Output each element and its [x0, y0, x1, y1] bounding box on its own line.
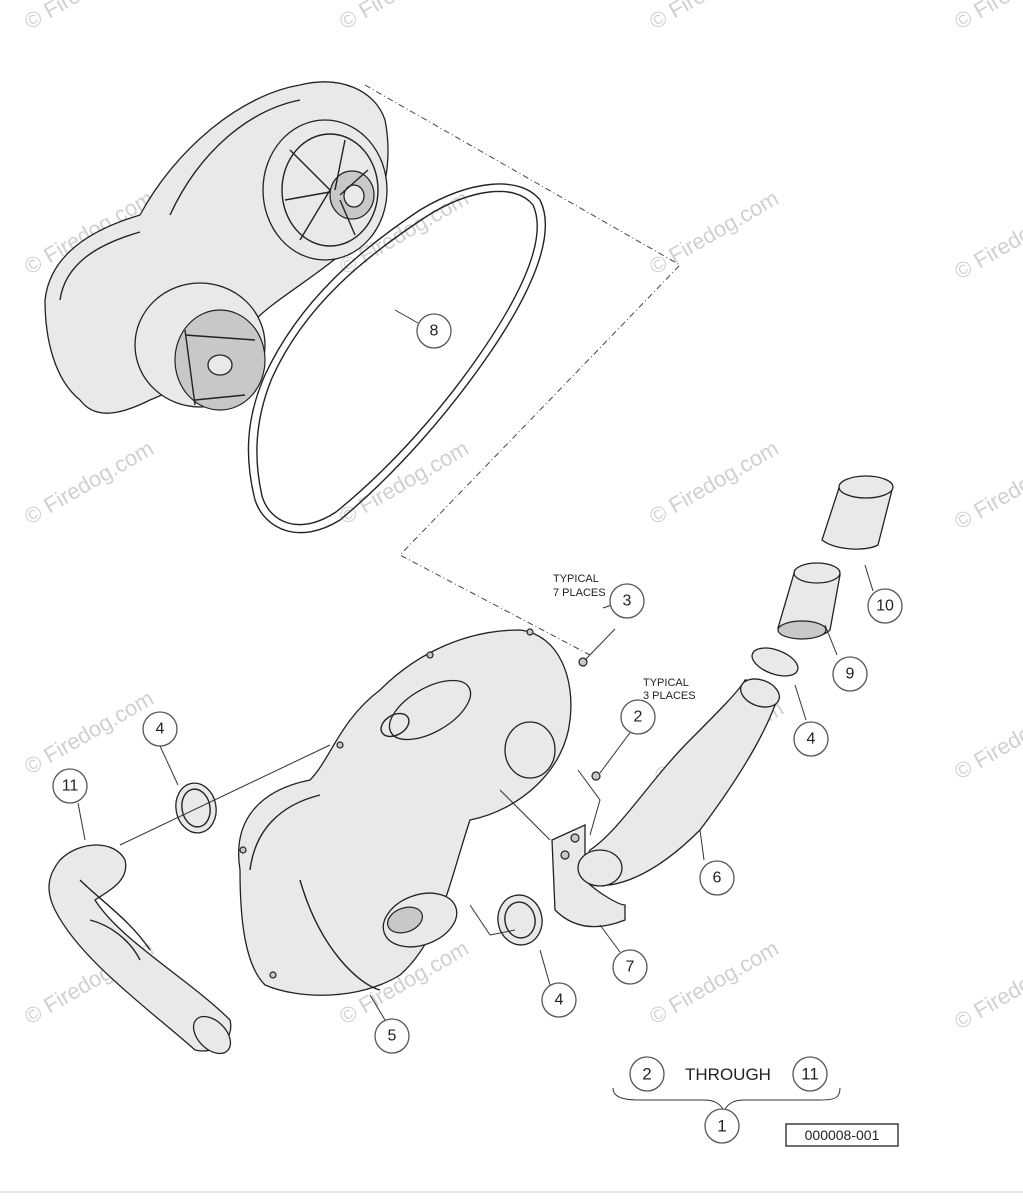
watermark: © Firedog.com — [645, 435, 783, 529]
callout-4-left[interactable]: 4 — [142, 711, 178, 747]
svg-text:9: 9 — [846, 666, 855, 683]
watermark: © Firedog.com — [645, 185, 783, 279]
svg-text:8: 8 — [430, 323, 439, 340]
callout-2[interactable]: 2 — [620, 699, 656, 735]
watermark: © Firedog.com — [645, 935, 783, 1029]
svg-text:4: 4 — [156, 721, 165, 738]
callout-range-to[interactable]: 11 — [792, 1056, 828, 1092]
inner-clutch-assembly — [44, 81, 389, 414]
note-typical-7-line2: 7 PLACES — [553, 587, 606, 599]
drive-belt — [247, 183, 546, 534]
hose-clamp-right — [751, 647, 799, 677]
svg-text:1: 1 — [717, 1117, 726, 1136]
svg-text:3: 3 — [623, 593, 632, 610]
hose-clamp-middle — [497, 894, 543, 946]
hose-left — [48, 844, 232, 1055]
svg-text:2: 2 — [642, 1065, 651, 1084]
callout-4-middle[interactable]: 4 — [541, 982, 577, 1018]
bolts — [239, 628, 601, 979]
svg-text:4: 4 — [555, 992, 564, 1009]
drawing-number-box: 000008-001 — [785, 1123, 899, 1147]
svg-text:7: 7 — [626, 959, 635, 976]
hose-clamp-left — [175, 782, 217, 834]
svg-text:5: 5 — [388, 1028, 397, 1045]
svg-text:4: 4 — [807, 731, 816, 748]
svg-text:11: 11 — [801, 1065, 819, 1084]
assembly-dashed-line — [364, 84, 681, 656]
filter-element — [777, 562, 841, 640]
callout-4-right[interactable]: 4 — [793, 721, 829, 757]
outer-clutch-cover — [238, 629, 572, 996]
watermark: © Firedog.com — [20, 0, 158, 34]
drawing-number: 000008-001 — [805, 1127, 880, 1143]
watermark: © Firedog.com — [950, 190, 1023, 284]
callout-7[interactable]: 7 — [612, 949, 648, 985]
watermark: © Firedog.com — [645, 0, 783, 34]
callout-3[interactable]: 3 — [609, 583, 645, 619]
leader-lines — [77, 309, 874, 1021]
note-typical-3-line1: TYPICAL — [643, 677, 689, 689]
watermark: © Firedog.com — [335, 0, 473, 34]
watermark: © Firedog.com — [950, 690, 1023, 784]
svg-text:6: 6 — [713, 870, 722, 887]
callout-8[interactable]: 8 — [416, 313, 452, 349]
svg-text:2: 2 — [634, 709, 643, 726]
note-typical-3-line2: 3 PLACES — [643, 690, 696, 702]
callout-range-from[interactable]: 2 — [629, 1056, 665, 1092]
callout-10[interactable]: 10 — [867, 588, 903, 624]
watermark: © Firedog.com — [20, 435, 158, 529]
callout-5[interactable]: 5 — [374, 1018, 410, 1054]
svg-text:11: 11 — [62, 778, 79, 795]
callout-9[interactable]: 9 — [832, 656, 868, 692]
watermark: © Firedog.com — [950, 940, 1023, 1034]
range-word: THROUGH — [685, 1065, 771, 1084]
prefilter-sleeve — [821, 475, 894, 550]
bracket — [551, 823, 626, 928]
watermark: © Firedog.com — [20, 685, 158, 779]
range-note: 2 THROUGH 11 1 — [612, 1056, 841, 1144]
callout-assembly[interactable]: 1 — [704, 1108, 740, 1144]
watermark: © Firedog.com — [950, 0, 1023, 34]
note-typical-7-line1: TYPICAL — [553, 573, 599, 585]
svg-text:10: 10 — [876, 598, 894, 615]
callout-6[interactable]: 6 — [699, 860, 735, 896]
callout-11[interactable]: 11 — [52, 768, 88, 804]
watermark: © Firedog.com — [950, 440, 1023, 534]
